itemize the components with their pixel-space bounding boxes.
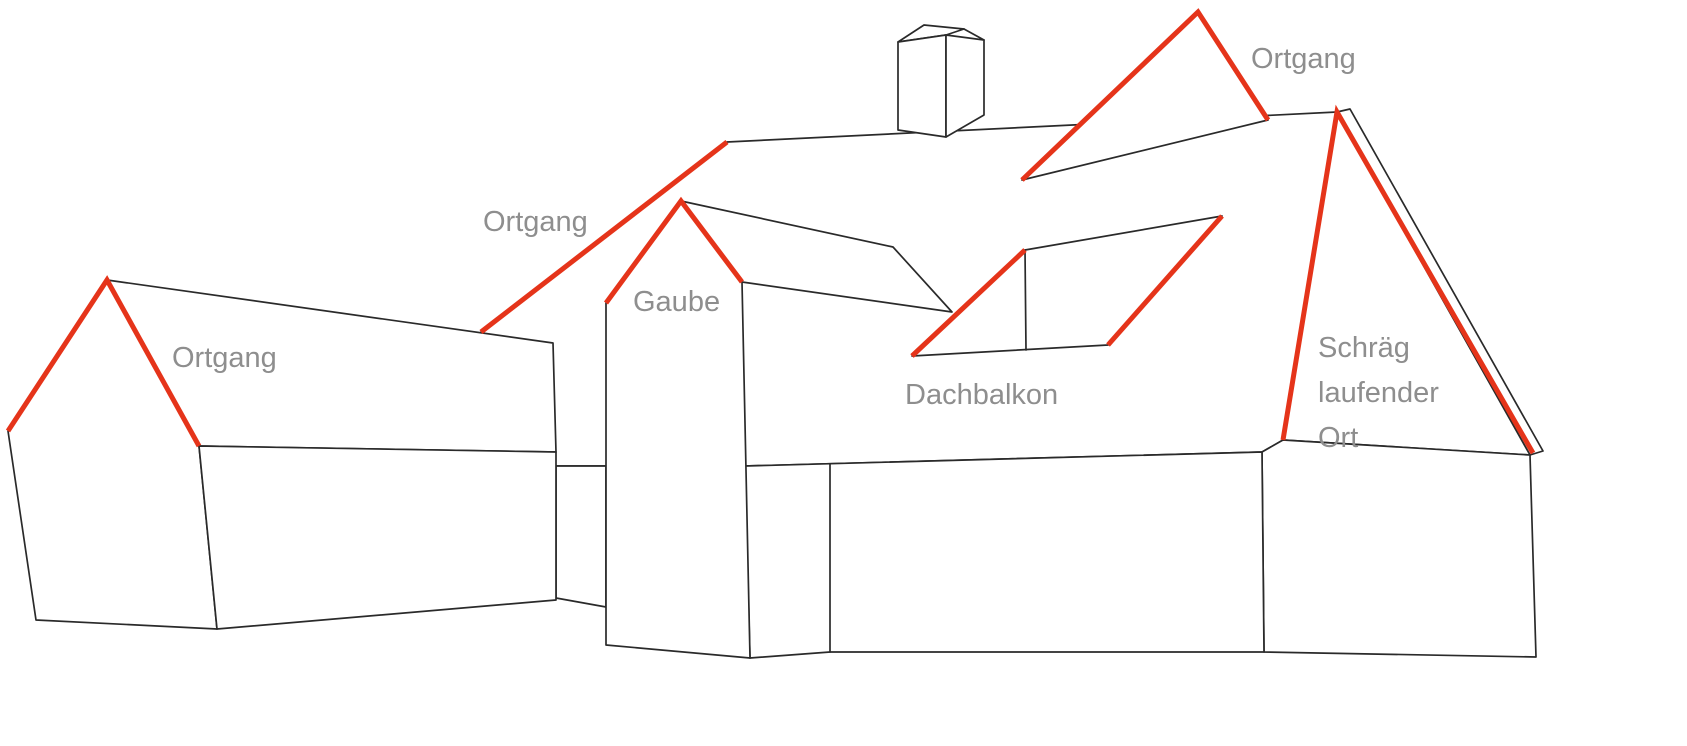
label-dachbalkon: Dachbalkon: [905, 379, 1058, 411]
label-ortgang-rear: Ortgang: [1251, 43, 1356, 75]
chimney-front: [897, 34, 947, 138]
dachbalkon-highlight-left: [910, 248, 1027, 358]
ortgang-highlight-annex: [5, 275, 202, 448]
gaube-highlight: [603, 196, 744, 305]
main-front-wall: [744, 451, 1265, 659]
dachbalkon-highlight-right: [1106, 214, 1224, 347]
annex-front-wall: [198, 445, 557, 630]
label-schraeg-line3: Ort: [1318, 422, 1358, 454]
label-gaube: Gaube: [633, 286, 720, 318]
ortgang-highlight-rear: [1020, 8, 1271, 182]
left-recess-wall: [555, 465, 607, 608]
label-schraeg-line1: Schräg: [1318, 332, 1410, 364]
schraeg-ort-highlight: [1280, 104, 1536, 455]
label-schraeg-line2: laufender: [1318, 377, 1439, 409]
labels: Ortgang Ortgang Gaube Ortgang Dachbalkon…: [172, 43, 1439, 454]
ortgang-highlight-main: [479, 140, 729, 334]
right-wing-wall: [1261, 439, 1537, 658]
roof-edge-highlights: [5, 8, 1536, 455]
chimney-back-edge: [963, 28, 985, 41]
house-outline: [7, 11, 1544, 659]
label-ortgang-main: Ortgang: [483, 206, 588, 238]
chimney-side: [945, 34, 985, 138]
dachbalkon-corner: [1024, 249, 1027, 351]
label-ortgang-annex: Ortgang: [172, 342, 277, 374]
